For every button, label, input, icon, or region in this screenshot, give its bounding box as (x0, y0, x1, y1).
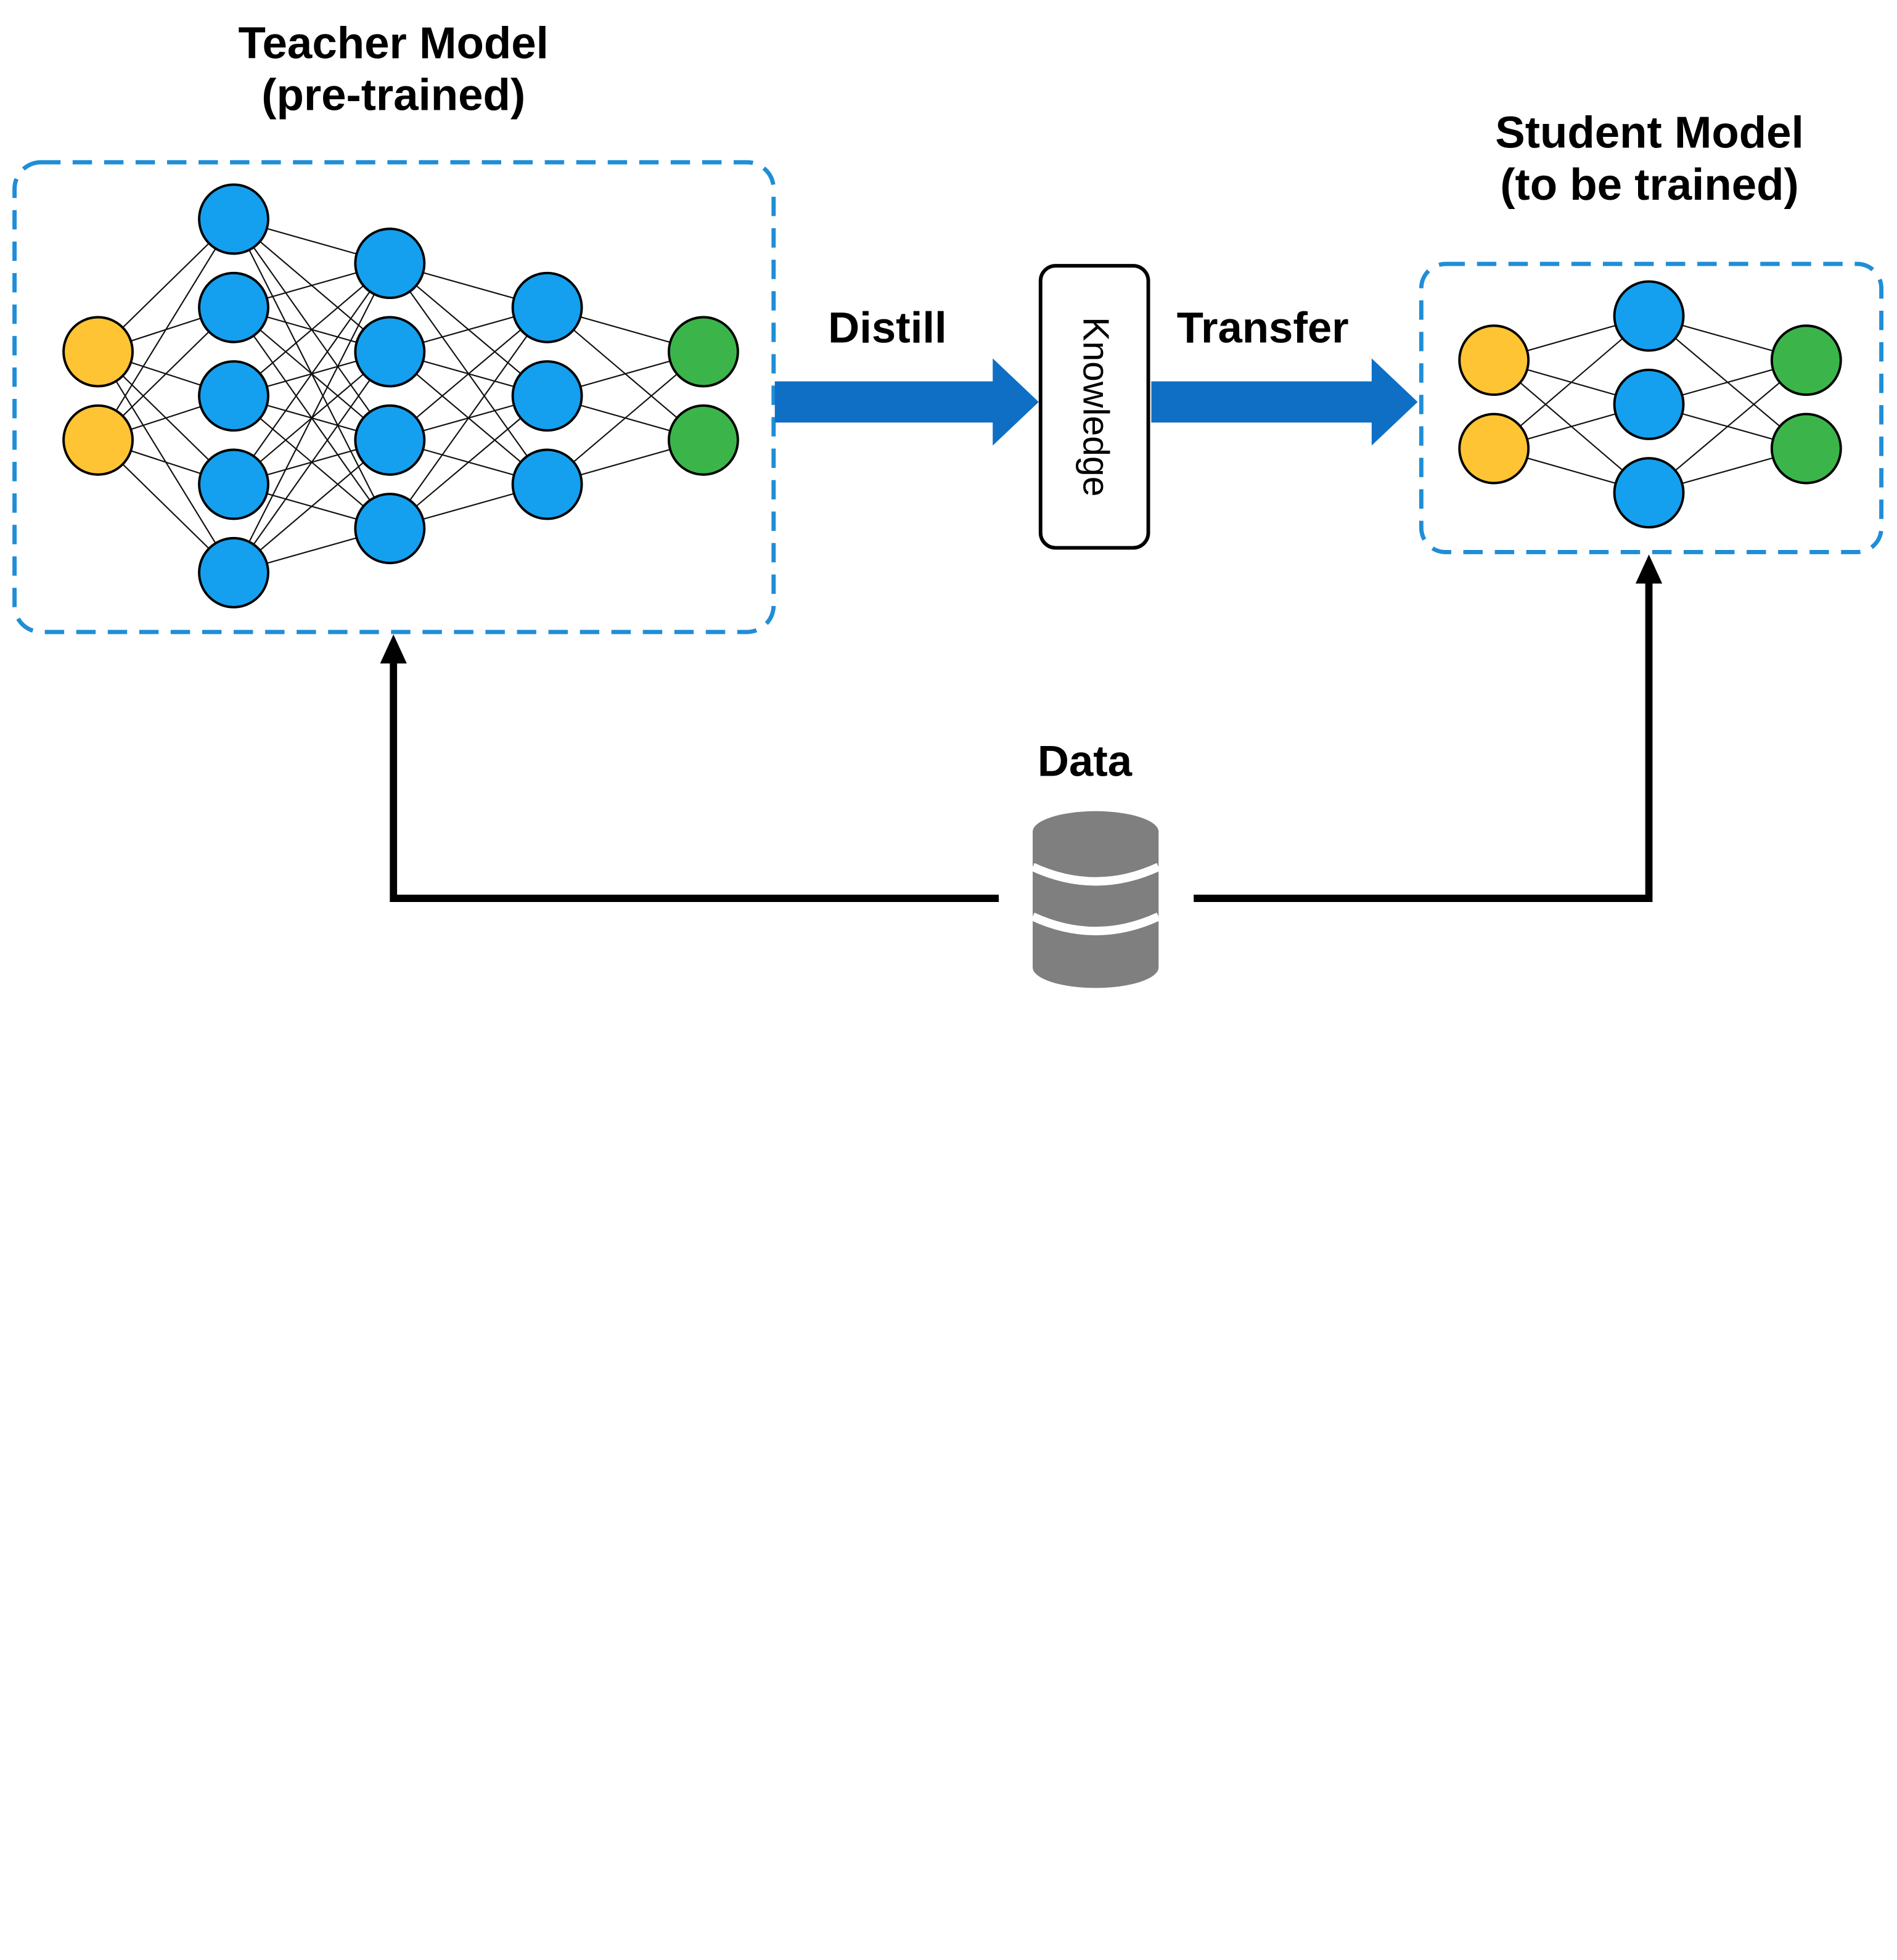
student-input-node (1458, 412, 1530, 485)
teacher-hidden-node (198, 183, 269, 255)
teacher-model-box (12, 160, 776, 634)
distill-arrow (774, 358, 1039, 446)
teacher-edge (233, 263, 391, 573)
student-model-title-line1: Student Model (1495, 107, 1804, 158)
student-output-node (1770, 412, 1842, 485)
teacher-model-title-line1: Teacher Model (238, 18, 549, 68)
transfer-arrow (1151, 358, 1418, 446)
diagram-graphics (12, 160, 1884, 988)
teacher-output-node (667, 316, 739, 388)
teacher-hidden-node (511, 271, 583, 343)
knowledge-box: Knowledge (1038, 264, 1150, 550)
teacher-hidden-node (198, 271, 269, 343)
student-output-node (1770, 324, 1842, 396)
teacher-model-title: Teacher Model (pre-trained) (145, 17, 642, 121)
student-hidden-node (1613, 368, 1685, 440)
teacher-network-nodes (62, 183, 739, 609)
student-hidden-node (1613, 280, 1685, 352)
teacher-hidden-node (198, 448, 269, 520)
student-hidden-node (1613, 457, 1685, 529)
teacher-hidden-node (354, 228, 426, 300)
teacher-hidden-node (354, 316, 426, 388)
teacher-hidden-node (198, 360, 269, 432)
student-model-box (1419, 261, 1884, 554)
transfer-label: Transfer (1176, 302, 1349, 353)
teacher-edge (233, 263, 391, 485)
knowledge-label: Knowledge (1075, 317, 1115, 497)
teacher-model-title-line2: (pre-trained) (261, 70, 526, 120)
teacher-input-node (62, 316, 134, 388)
teacher-hidden-node (511, 360, 583, 432)
student-model-title: Student Model (to be trained) (1392, 107, 1897, 211)
teacher-hidden-node (354, 404, 426, 476)
data-to-teacher-arrow (380, 634, 999, 902)
teacher-hidden-node (511, 448, 583, 520)
teacher-edge (233, 351, 391, 573)
teacher-edge (389, 307, 548, 529)
teacher-hidden-node (198, 536, 269, 609)
teacher-output-node (667, 404, 739, 476)
teacher-edge (97, 218, 234, 441)
data-label: Data (1037, 736, 1133, 786)
teacher-hidden-node (354, 493, 426, 565)
distill-label: Distill (828, 302, 947, 353)
student-model-title-line2: (to be trained) (1500, 160, 1799, 210)
data-to-student-arrow (1194, 554, 1663, 902)
student-input-node (1458, 324, 1530, 396)
database-icon (1031, 811, 1161, 988)
student-network-nodes (1458, 280, 1842, 529)
teacher-input-node (62, 404, 134, 476)
